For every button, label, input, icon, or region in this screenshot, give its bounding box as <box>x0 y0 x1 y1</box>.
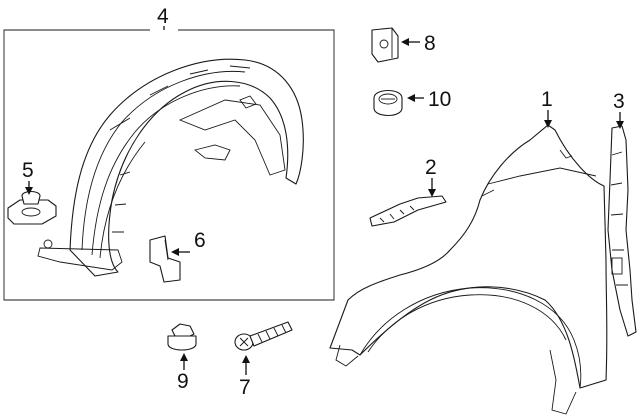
callout-10: 10 <box>428 88 451 111</box>
callout-5: 5 <box>22 159 34 182</box>
callout-labels: 1 2 3 4 5 6 7 8 9 10 <box>22 5 625 399</box>
callout-7: 7 <box>239 376 251 399</box>
nut-part-10[interactable] <box>373 89 403 117</box>
clip-part-5[interactable] <box>7 190 57 225</box>
screw-part-7[interactable] <box>234 321 293 351</box>
liner-assembly-group <box>3 26 335 301</box>
seal-strip-part-3[interactable] <box>607 125 637 337</box>
fender-liner[interactable] <box>37 58 304 277</box>
callout-2: 2 <box>425 156 437 179</box>
callout-3: 3 <box>613 90 625 113</box>
bracket-part-6[interactable] <box>149 235 181 283</box>
callout-8: 8 <box>424 32 436 55</box>
front-fender[interactable] <box>329 124 608 415</box>
seal-part-2[interactable] <box>369 195 447 227</box>
leader-lines <box>25 38 624 375</box>
callout-6: 6 <box>194 229 206 252</box>
nut-part-9[interactable] <box>167 323 197 351</box>
callout-9: 9 <box>177 370 189 393</box>
callout-1: 1 <box>541 88 553 111</box>
callout-4: 4 <box>157 5 169 28</box>
group-frame <box>3 29 335 301</box>
clip-part-8[interactable] <box>371 27 399 63</box>
